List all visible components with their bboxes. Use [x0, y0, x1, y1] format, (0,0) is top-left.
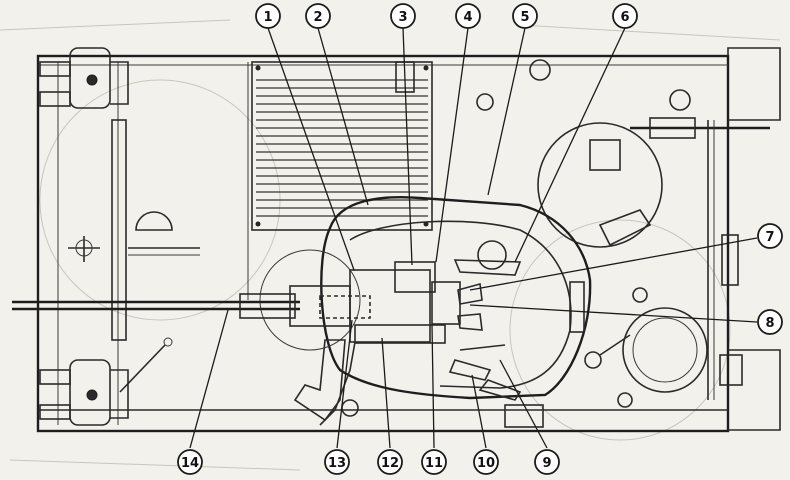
- callout-9: 9: [534, 449, 560, 475]
- hinge-assembly-top: [39, 47, 129, 109]
- turret-ring: [259, 196, 592, 428]
- callout-5: 5: [512, 3, 538, 29]
- callout-4-label: 4: [463, 10, 472, 25]
- right-deck-components: [476, 59, 770, 408]
- hull-outline: [36, 47, 781, 433]
- callout-11-label: 11: [425, 456, 443, 471]
- callout-12: 12: [377, 449, 403, 475]
- callout-5-label: 5: [520, 10, 529, 25]
- callout-10: 10: [473, 449, 499, 475]
- callout-11: 11: [421, 449, 447, 475]
- callout-4: 4: [455, 3, 481, 29]
- callout-8: 8: [757, 309, 783, 335]
- callout-14-label: 14: [181, 456, 199, 471]
- callout-8-label: 8: [765, 316, 774, 331]
- callout-3: 3: [390, 3, 416, 29]
- callout-7: 7: [757, 223, 783, 249]
- callout-leaders: [189, 27, 758, 449]
- callout-9-label: 9: [542, 456, 551, 471]
- callout-1: 1: [255, 3, 281, 29]
- callout-6-label: 6: [620, 10, 629, 25]
- callout-13-label: 13: [328, 456, 346, 471]
- hinge-assembly-bottom: [39, 359, 129, 426]
- callout-10-label: 10: [477, 456, 495, 471]
- callout-2-label: 2: [313, 10, 322, 25]
- callout-6: 6: [612, 3, 638, 29]
- callout-14: 14: [177, 449, 203, 475]
- callouts: 1 2 3 4 5 6 7 8: [177, 3, 783, 475]
- callout-1-label: 1: [263, 10, 272, 25]
- callout-7-label: 7: [765, 230, 774, 245]
- callout-13: 13: [324, 449, 350, 475]
- left-panel-fittings: [68, 119, 200, 393]
- callout-2: 2: [305, 3, 331, 29]
- background-ghost-lines: [0, 19, 781, 471]
- callout-12-label: 12: [381, 456, 399, 471]
- callout-3-label: 3: [398, 10, 407, 25]
- gun-mount: [12, 261, 506, 426]
